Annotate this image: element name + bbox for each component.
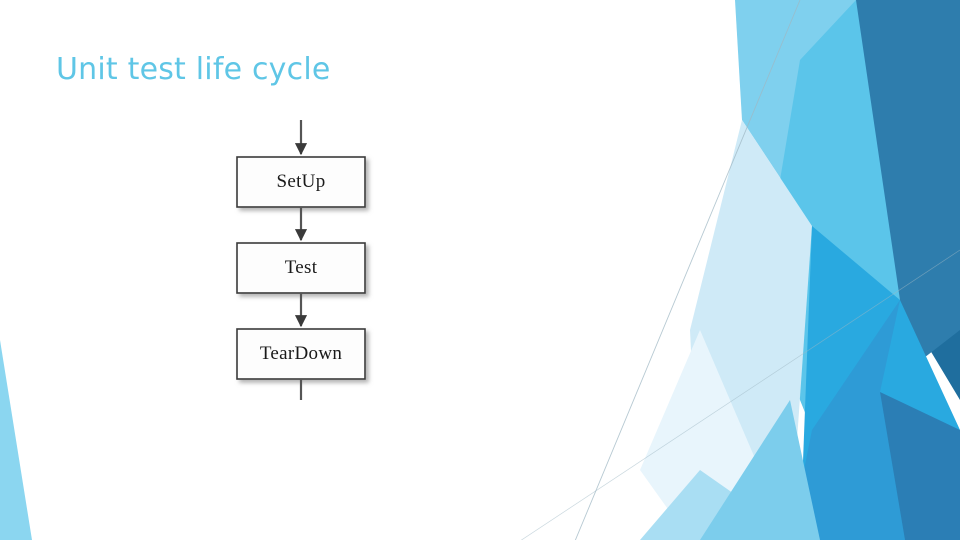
node-box-setup [236, 156, 366, 208]
node-box-teardown [236, 328, 366, 380]
node-label-test: Test [284, 257, 318, 278]
page-title: Unit test life cycle [56, 52, 331, 87]
node-label-setup: SetUp [276, 171, 326, 192]
flowchart-graphic [236, 120, 366, 400]
unit-test-life-cycle-flowchart: SetUp Test TearDown [228, 112, 378, 407]
node-label-teardown: TearDown [259, 343, 343, 364]
